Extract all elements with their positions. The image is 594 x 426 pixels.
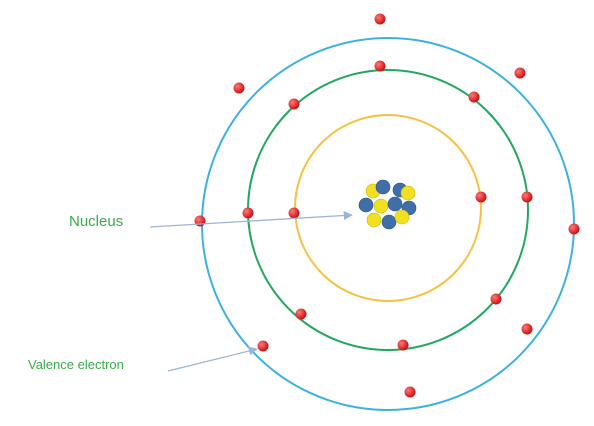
electron-dot-icon bbox=[521, 191, 533, 203]
electron-dot-icon bbox=[514, 67, 526, 79]
nucleus bbox=[358, 179, 417, 230]
neutron-icon bbox=[387, 196, 403, 212]
electron-dot-icon bbox=[374, 60, 386, 72]
electron-dot-icon bbox=[288, 98, 300, 110]
valence-arrow-icon bbox=[167, 346, 258, 372]
electron-dot-icon bbox=[397, 339, 409, 351]
electron-dot-icon bbox=[521, 323, 533, 335]
neutron-icon bbox=[381, 214, 397, 230]
valence-electron-dot-icon bbox=[257, 340, 269, 352]
electron-dot-icon bbox=[475, 191, 487, 203]
neutron-icon bbox=[358, 197, 374, 213]
proton-icon bbox=[366, 212, 382, 228]
proton-icon bbox=[400, 185, 416, 201]
proton-icon bbox=[373, 198, 389, 214]
proton-icon bbox=[394, 209, 410, 225]
electron-dot-icon bbox=[295, 308, 307, 320]
electron-dot-icon bbox=[242, 207, 254, 219]
valence-electron-label: Valence electron bbox=[28, 357, 124, 372]
electron-dot-icon bbox=[468, 91, 480, 103]
electron-dot-icon bbox=[404, 386, 416, 398]
nucleus-arrow-icon bbox=[149, 210, 353, 228]
electron-dot-icon bbox=[288, 207, 300, 219]
neutron-icon bbox=[375, 179, 391, 195]
electron-dot-icon bbox=[490, 293, 502, 305]
electron-dot-icon bbox=[233, 82, 245, 94]
nucleus-label: Nucleus bbox=[69, 213, 124, 230]
electron-dot-icon bbox=[568, 223, 580, 235]
electron-dot-icon bbox=[374, 13, 386, 25]
